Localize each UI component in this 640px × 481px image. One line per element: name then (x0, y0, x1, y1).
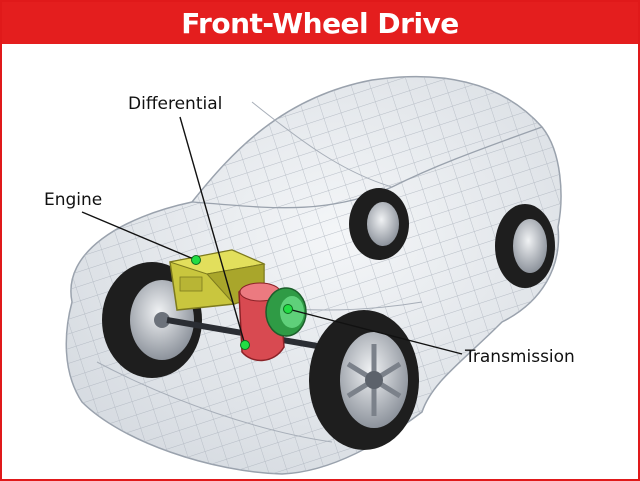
car-body-wireframe (65, 75, 562, 475)
wheel-icon (495, 204, 555, 288)
wheel-icon (309, 310, 419, 450)
title-bar: Front-Wheel Drive (2, 2, 638, 44)
leader-lines (81, 116, 463, 355)
page-title: Front-Wheel Drive (181, 6, 459, 40)
label-engine: Engine (44, 190, 102, 210)
label-transmission: Transmission (464, 347, 575, 367)
differential-marker (240, 340, 250, 350)
engine-marker (191, 255, 201, 265)
car-diagram: Differential Engine Transmission (44, 75, 575, 475)
transmission-marker (283, 304, 293, 314)
label-differential: Differential (128, 94, 222, 114)
wheel-icon (349, 188, 409, 260)
